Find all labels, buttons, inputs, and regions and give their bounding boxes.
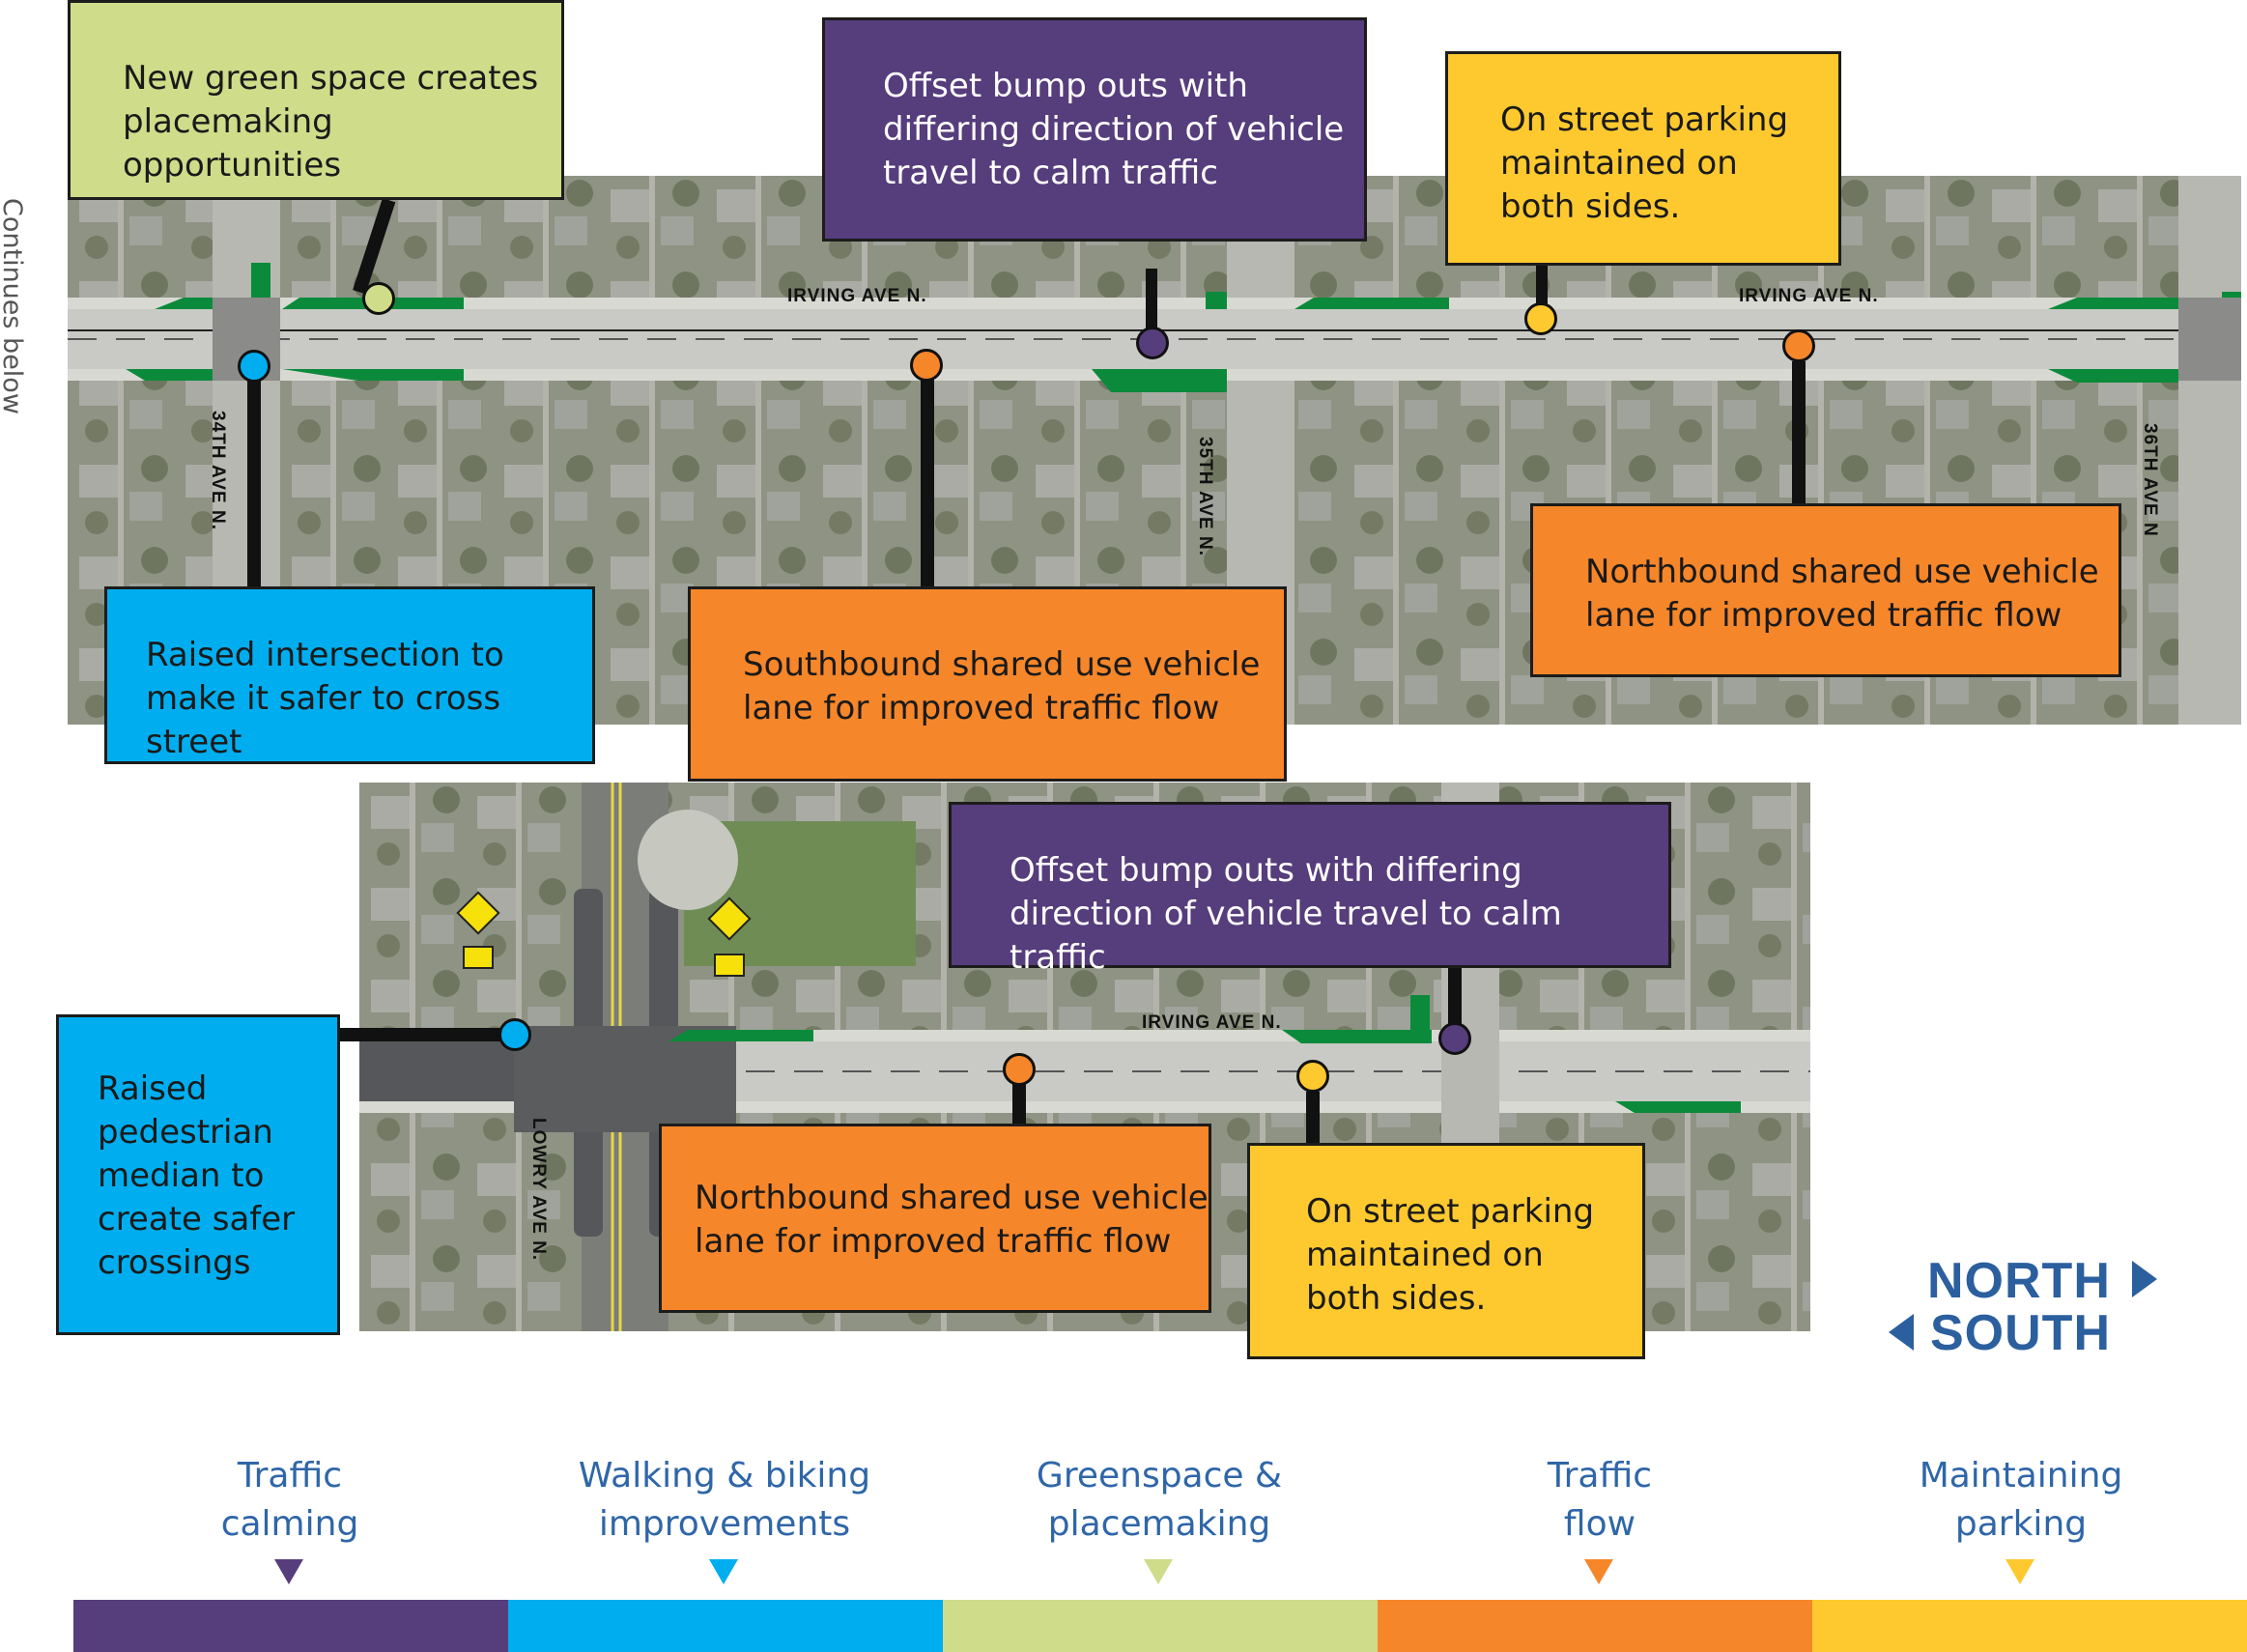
legend-label-greenspace: Greenspace & placemaking <box>985 1452 1333 1549</box>
legend-bar-greenspace <box>943 1600 1378 1652</box>
stem-offset-top <box>1146 269 1157 336</box>
stem-raised-intersection <box>247 379 261 589</box>
marker-parking-top <box>1524 302 1557 335</box>
legend-label-line1: Traffic <box>237 1456 343 1495</box>
callout-parking-top: On street parking maintained on both sid… <box>1445 51 1841 266</box>
callout-southbound-text: Southbound shared use vehicle lane for i… <box>743 645 1261 727</box>
callout-offset-top-text: Offset bump outs with differing directio… <box>883 67 1345 192</box>
marker-northbound-top <box>1782 329 1815 362</box>
north-arrow-icon <box>2132 1261 2157 1297</box>
marker-offset-top <box>1136 327 1169 359</box>
legend-label-line1: Maintaining <box>1919 1456 2123 1495</box>
south-label: SOUTH <box>1930 1305 2111 1361</box>
street-label-35th: 35TH AVE N. <box>1195 437 1215 556</box>
marker-raised-intersection <box>238 350 270 383</box>
callout-parking-bottom-text: On street parking maintained on both sid… <box>1306 1192 1595 1318</box>
legend-pointer-walking-biking <box>709 1559 738 1584</box>
legend-pointer-greenspace <box>1144 1559 1173 1584</box>
marker-southbound <box>910 349 943 382</box>
street-label-irving-1: IRVING AVE N. <box>787 286 927 306</box>
street-label-irving-3: IRVING AVE N. <box>1142 1012 1282 1033</box>
legend-bar-traffic-flow <box>1378 1600 1812 1652</box>
street-label-irving-2: IRVING AVE N. <box>1739 286 1879 306</box>
street-label-lowry: LOWRY AVE N. <box>528 1118 549 1262</box>
callout-raised-median: Raised pedestrian median to create safer… <box>56 1014 340 1335</box>
legend-bar-walking-biking <box>508 1600 943 1652</box>
callout-offset-bottom: Offset bump outs with differing directio… <box>949 802 1671 977</box>
callout-offset-bottom-text: Offset bump outs with differing directio… <box>1010 851 1562 977</box>
callout-raised-intersection: Raised intersection to make it safer to … <box>104 586 595 764</box>
callout-green-space: New green space creates placemaking oppo… <box>68 0 564 200</box>
callout-raised-intersection-text: Raised intersection to make it safer to … <box>146 636 504 761</box>
stem-raised-median <box>337 1028 501 1041</box>
stem-southbound <box>921 379 934 589</box>
legend-label-line2: flow <box>1563 1504 1636 1544</box>
stem-northbound-bottom <box>1012 1082 1026 1125</box>
legend-label-parking: Maintaining parking <box>1847 1452 2195 1549</box>
stem-offset-bottom <box>1448 964 1462 1032</box>
legend-label-line1: Traffic <box>1547 1456 1653 1495</box>
marker-raised-median <box>498 1018 531 1051</box>
callout-northbound-bottom: Northbound shared use vehicle lane for i… <box>659 1124 1211 1313</box>
legend-label-line2: placemaking <box>1047 1504 1271 1544</box>
callout-green-space-text: New green space creates placemaking oppo… <box>123 59 539 185</box>
street-label-34th: 34TH AVE N. <box>208 411 228 530</box>
marker-northbound-bottom <box>1003 1053 1036 1086</box>
legend-label-traffic-flow: Traffic flow <box>1426 1452 1774 1549</box>
marker-green-space <box>362 282 395 315</box>
legend-label-line2: calming <box>220 1504 359 1544</box>
south-arrow-icon <box>1889 1314 1914 1351</box>
callout-northbound-top-text: Northbound shared use vehicle lane for i… <box>1585 553 2099 635</box>
callout-northbound-bottom-text: Northbound shared use vehicle lane for i… <box>695 1179 1209 1261</box>
legend-label-line1: Greenspace & <box>1036 1456 1283 1495</box>
legend-pointer-traffic-calming <box>274 1559 303 1584</box>
callout-parking-top-text: On street parking maintained on both sid… <box>1500 100 1789 226</box>
legend-pointer-parking <box>2005 1559 2034 1584</box>
legend-label-walking-biking: Walking & biking improvements <box>551 1452 898 1549</box>
north-label: NORTH <box>1927 1253 2111 1309</box>
callout-southbound: Southbound shared use vehicle lane for i… <box>688 586 1287 782</box>
stem-northbound-top <box>1792 361 1806 506</box>
callout-northbound-top: Northbound shared use vehicle lane for i… <box>1530 503 2121 677</box>
legend-label-line2: parking <box>1954 1504 2088 1544</box>
callout-offset-top: Offset bump outs with differing directio… <box>822 17 1367 242</box>
marker-offset-bottom <box>1438 1022 1471 1055</box>
legend-bar-parking <box>1812 1600 2247 1652</box>
stem-parking-bottom <box>1306 1092 1320 1144</box>
continues-below-note: Continues below <box>0 198 27 414</box>
legend-pointer-traffic-flow <box>1584 1559 1613 1584</box>
legend-bar-traffic-calming <box>73 1600 508 1652</box>
legend-label-line1: Walking & biking <box>578 1456 871 1495</box>
callout-parking-bottom: On street parking maintained on both sid… <box>1247 1143 1645 1359</box>
callout-raised-median-text: Raised pedestrian median to create safer… <box>98 1069 296 1282</box>
legend-label-line2: improvements <box>598 1504 851 1544</box>
street-label-36th: 36TH AVE N <box>2140 423 2160 537</box>
legend-label-traffic-calming: Traffic calming <box>116 1452 464 1549</box>
marker-parking-bottom <box>1296 1060 1329 1093</box>
